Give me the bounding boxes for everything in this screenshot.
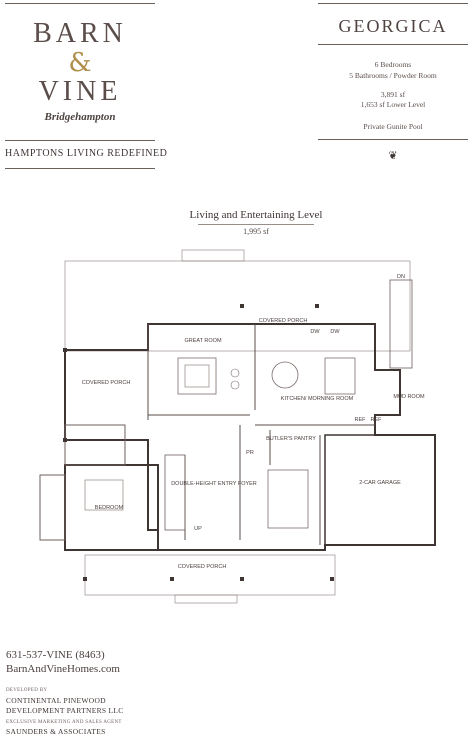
level-title-underline bbox=[198, 224, 314, 225]
label-dw1: DW bbox=[310, 329, 320, 335]
label-butlers-pantry: BUTLER'S PANTRY bbox=[266, 436, 316, 442]
ornament-icon: ❦ bbox=[388, 150, 398, 162]
agent-label: EXCLUSIVE MARKETING AND SALES AGENT bbox=[6, 720, 122, 725]
brand-location: Bridgehampton bbox=[44, 111, 116, 123]
label-garage: 2-CAR GARAGE bbox=[359, 480, 401, 486]
label-dw2: DW bbox=[330, 329, 340, 335]
agent-name: SAUNDERS & ASSOCIATES bbox=[6, 727, 106, 736]
brand-ampersand: & bbox=[68, 48, 92, 78]
label-ref2: REF bbox=[371, 417, 383, 423]
level-sf: 1,995 sf bbox=[243, 227, 269, 236]
label-dn: DN bbox=[397, 274, 405, 280]
spec-sf-lower: 1,653 sf Lower Level bbox=[360, 100, 426, 109]
developer-line1: CONTINENTAL PINEWOOD bbox=[6, 696, 106, 705]
brand-tagline: HAMPTONS LIVING REDEFINED bbox=[5, 148, 168, 159]
brand-line1: BARN bbox=[33, 18, 127, 49]
label-up: UP bbox=[194, 526, 202, 532]
label-bedroom: BEDROOM bbox=[95, 505, 124, 511]
label-covered-porch-bottom: COVERED PORCH bbox=[178, 564, 227, 570]
contact-phone: 631-537-VINE (8463) bbox=[6, 649, 105, 661]
label-covered-porch-top: COVERED PORCH bbox=[259, 318, 308, 324]
top-rule-left bbox=[5, 3, 155, 4]
brand-line2: VINE bbox=[38, 76, 122, 107]
label-kitchen: KITCHEN/ MORNING ROOM bbox=[281, 396, 354, 402]
spec-bedrooms: 6 Bedrooms bbox=[374, 60, 412, 69]
spec-divider bbox=[318, 139, 468, 140]
label-mud-room: MUD ROOM bbox=[393, 394, 425, 400]
level-title: Living and Entertaining Level bbox=[189, 209, 323, 221]
tagline-rule bbox=[5, 168, 155, 169]
label-pr: PR bbox=[246, 450, 254, 456]
label-covered-porch-left: COVERED PORCH bbox=[82, 380, 131, 386]
brand-divider bbox=[5, 140, 155, 141]
label-ref1: REF bbox=[355, 417, 367, 423]
label-great-room: GREAT ROOM bbox=[184, 338, 221, 344]
label-entry: DOUBLE-HEIGHT ENTRY FOYER bbox=[171, 481, 257, 487]
spec-baths: 5 Bathrooms / Powder Room bbox=[349, 71, 437, 80]
spec-sf-total: 3,891 sf bbox=[380, 90, 406, 99]
developed-by-label: DEVELOPED BY bbox=[6, 688, 48, 693]
model-name: GEORGICA bbox=[338, 16, 448, 36]
floor-plan: DN COVERED PORCH GREAT ROOM DW DW KITCHE… bbox=[39, 249, 436, 604]
contact-website[interactable]: BarnAndVineHomes.com bbox=[6, 663, 120, 675]
spec-pool: Private Gunite Pool bbox=[363, 122, 423, 131]
top-rule-right bbox=[318, 3, 468, 4]
developer-line2: DEVELOPMENT PARTNERS LLC bbox=[6, 706, 124, 715]
model-divider bbox=[318, 44, 468, 45]
